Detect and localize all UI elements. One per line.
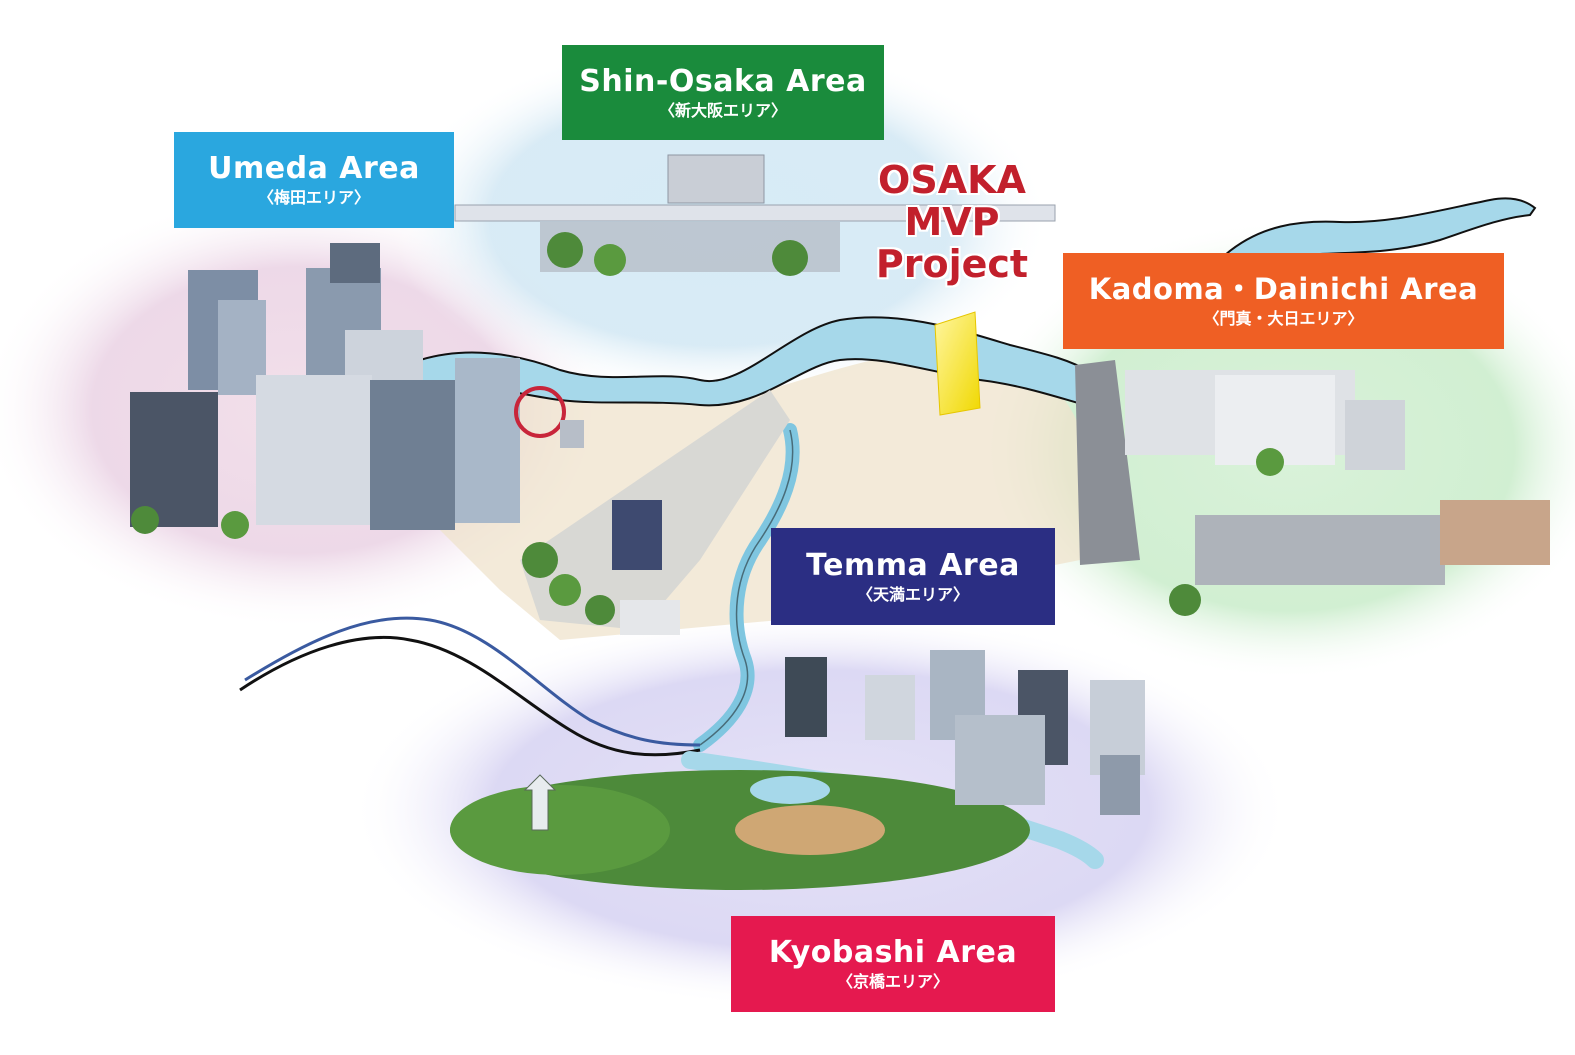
project-title-line2: MVP [904,199,1000,244]
umeda-area-name: Umeda Area [208,151,420,187]
umeda-area-label[interactable]: Umeda Area 〈梅田エリア〉 [174,132,454,228]
kyobashi-area-name: Kyobashi Area [768,935,1018,971]
shin-osaka-area-label[interactable]: Shin-Osaka Area 〈新大阪エリア〉 [562,45,884,140]
kadoma-buildings [1075,360,1550,616]
kadoma-dainichi-area-name: Kadoma・Dainichi Area [1088,271,1479,306]
project-title: OSAKA MVP Project [862,158,1042,286]
project-site-marker [934,311,981,416]
umeda-area-name-jp: 〈梅田エリア〉 [257,188,370,208]
kyobashi-area-label[interactable]: Kyobashi Area 〈京橋エリア〉 [731,916,1055,1012]
okawa-river-outline [699,429,794,746]
west-river [239,636,701,757]
project-title-line1: OSAKA [878,158,1026,202]
shin-osaka-buildings [454,154,1056,276]
west-river-2 [244,616,701,747]
umeda-buildings [130,243,584,539]
temma-area-name-jp: 〈天満エリア〉 [856,584,969,604]
kyobashi-buildings [450,650,1145,890]
temma-buildings [520,390,790,635]
shin-osaka-area-name: Shin-Osaka Area [579,63,867,99]
shin-osaka-area-name-jp: 〈新大阪エリア〉 [658,100,787,120]
kadoma-dainichi-area-name-jp: 〈門真・大日エリア〉 [1203,308,1364,328]
kyobashi-area-name-jp: 〈京橋エリア〉 [836,972,949,992]
temma-area-name: Temma Area [806,547,1020,583]
kadoma-dainichi-area-label[interactable]: Kadoma・Dainichi Area 〈門真・大日エリア〉 [1063,253,1504,349]
temma-area-label[interactable]: Temma Area 〈天満エリア〉 [771,528,1055,625]
project-title-line3: Project [875,241,1029,286]
